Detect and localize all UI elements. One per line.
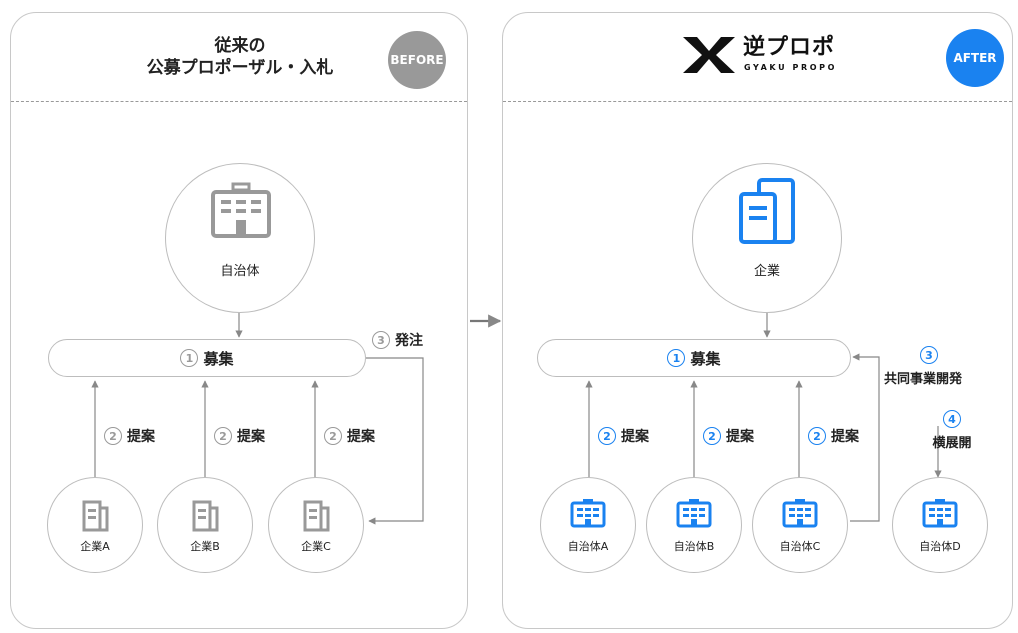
step-3-number: 3 <box>920 346 938 364</box>
municipal-building-icon <box>211 182 271 238</box>
before-order-label: 3 発注 <box>372 330 423 350</box>
after-joint-label: 3 共同事業開発 <box>884 346 974 387</box>
step-2-number: 2 <box>214 427 232 445</box>
propose-text: 提案 <box>347 429 375 445</box>
propose-text: 提案 <box>831 429 859 445</box>
before-title-line2: 公募プロポーザル・入札 <box>146 58 334 78</box>
step-3-number: 3 <box>372 331 390 349</box>
step-2-number: 2 <box>808 427 826 445</box>
municipality-a-label: 自治体A <box>567 540 609 553</box>
logo-text: 逆プロポ <box>743 35 836 60</box>
recruit-label: 募集 <box>203 349 234 368</box>
step-1-number: 1 <box>667 349 686 367</box>
step-4-number: 4 <box>943 410 961 428</box>
office-building-icon <box>303 500 330 532</box>
before-propose-label-b: 2 提案 <box>214 426 265 446</box>
before-municipality-circle: 自治体 <box>165 163 315 313</box>
joint-development-text: 共同事業開発 <box>884 372 963 387</box>
after-municipality-d: 自治体D <box>892 477 988 573</box>
company-b-label: 企業B <box>190 540 220 553</box>
before-propose-label-a: 2 提案 <box>104 426 155 446</box>
after-municipality-a: 自治体A <box>540 477 636 573</box>
municipal-building-icon <box>782 499 818 528</box>
after-badge: AFTER <box>946 29 1004 87</box>
step-2-number: 2 <box>104 427 122 445</box>
step-2-number: 2 <box>598 427 616 445</box>
municipal-building-icon <box>570 499 606 528</box>
after-header-divider <box>503 101 1012 102</box>
propose-text: 提案 <box>726 429 754 445</box>
after-propose-label-c: 2 提案 <box>808 426 859 446</box>
after-propose-label-b: 2 提案 <box>703 426 754 446</box>
step-1-number: 1 <box>180 349 199 367</box>
before-title-line1: 従来の <box>214 36 266 56</box>
before-header-divider <box>11 101 467 102</box>
before-center-label: 自治体 <box>220 264 260 279</box>
after-propose-label-a: 2 提案 <box>598 426 649 446</box>
municipality-c-label: 自治体C <box>779 540 821 553</box>
municipality-d-label: 自治体D <box>919 540 961 553</box>
before-company-b: 企業B <box>157 477 253 573</box>
x-logo-icon <box>683 37 735 73</box>
office-building-icon <box>192 500 219 532</box>
propose-text: 提案 <box>127 429 155 445</box>
office-building-icon <box>82 500 109 532</box>
before-title: 従来の 公募プロポーザル・入札 <box>11 35 467 79</box>
before-company-a: 企業A <box>47 477 143 573</box>
recruit-label: 募集 <box>690 349 721 368</box>
step-2-number: 2 <box>324 427 342 445</box>
company-c-label: 企業C <box>301 540 331 553</box>
expand-text: 横展開 <box>932 436 972 451</box>
propose-text: 提案 <box>621 429 649 445</box>
after-recruit-pill: 1 募集 <box>537 339 851 377</box>
after-municipality-c: 自治体C <box>752 477 848 573</box>
municipal-building-icon <box>676 499 712 528</box>
municipality-b-label: 自治体B <box>673 540 715 553</box>
before-company-c: 企業C <box>268 477 364 573</box>
company-a-label: 企業A <box>80 540 110 553</box>
after-center-label: 企業 <box>753 264 780 279</box>
before-badge: BEFORE <box>388 31 446 89</box>
step-2-number: 2 <box>703 427 721 445</box>
municipal-building-icon <box>922 499 958 528</box>
propose-text: 提案 <box>237 429 265 445</box>
company-icon <box>739 178 795 244</box>
gyaku-propo-logo: 逆プロポ GYAKU PROPO <box>681 35 834 79</box>
after-expand-label: 4 横展開 <box>922 410 982 451</box>
before-propose-label-c: 2 提案 <box>324 426 375 446</box>
after-company-circle: 企業 <box>692 163 842 313</box>
before-recruit-pill: 1 募集 <box>48 339 366 377</box>
logo-subtext: GYAKU PROPO <box>744 63 838 72</box>
order-text: 発注 <box>395 333 423 349</box>
after-municipality-b: 自治体B <box>646 477 742 573</box>
